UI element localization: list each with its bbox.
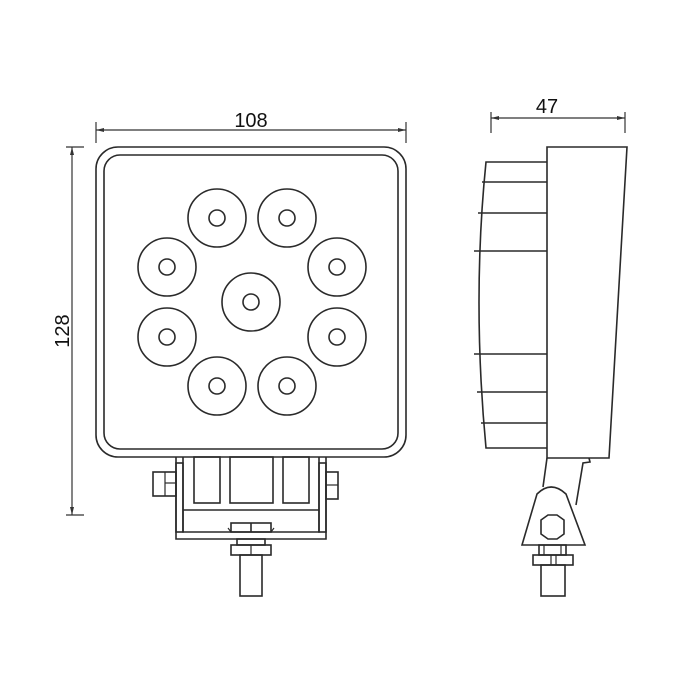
depth-dimension: 47: [490, 96, 626, 133]
led: [257, 356, 317, 416]
height-label: 128: [52, 314, 74, 347]
height-dimension: 128: [52, 146, 84, 516]
led: [137, 237, 197, 297]
led: [187, 356, 247, 416]
side-bracket: [520, 457, 591, 597]
led-array: [137, 188, 367, 416]
front-bracket: [152, 456, 339, 597]
housing-inner: [103, 154, 399, 450]
led: [137, 307, 197, 367]
width-dimension: 108: [95, 110, 407, 143]
depth-label: 47: [536, 96, 558, 118]
front-bezel: [474, 161, 547, 449]
led: [307, 307, 367, 367]
side-bolt-right: [325, 471, 339, 500]
led: [257, 188, 317, 248]
led: [307, 237, 367, 297]
hex-bolt-head: [540, 514, 565, 540]
led: [221, 272, 281, 332]
rear-housing: [546, 146, 628, 459]
housing-outer: [95, 146, 407, 458]
side-bolt-left: [152, 471, 177, 497]
front-view: 108 128: [52, 110, 407, 597]
side-view: 47: [474, 96, 628, 597]
led: [187, 188, 247, 248]
width-label: 108: [234, 110, 267, 132]
